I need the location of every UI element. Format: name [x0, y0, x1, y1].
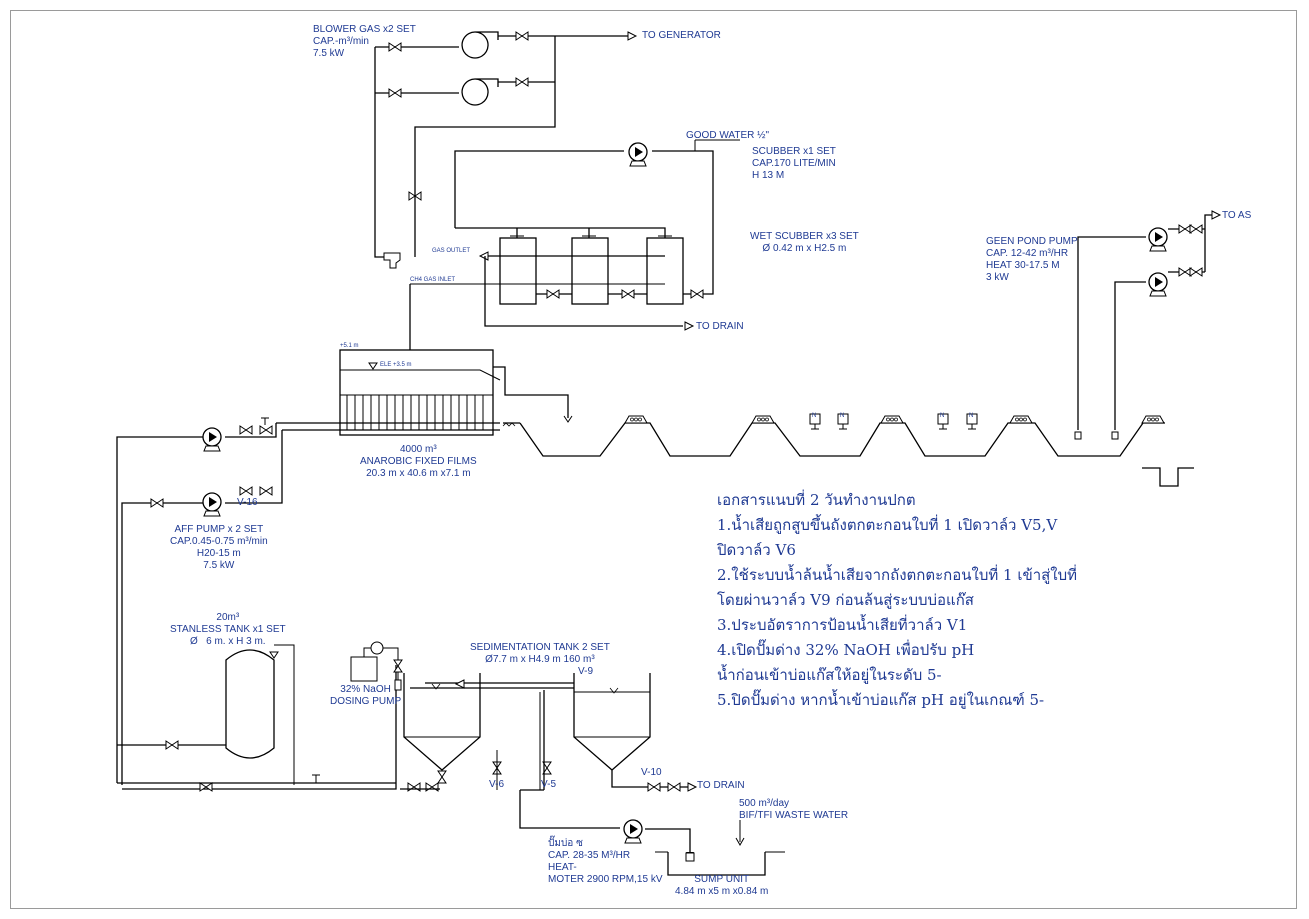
blower-label: BLOWER GAS x2 SET CAP.-m³/min 7.5 kW	[313, 24, 416, 59]
good-water-label: GOOD WATER ½"	[686, 130, 769, 141]
to-drain-bottom-label: TO DRAIN	[697, 780, 745, 791]
ch4-inlet-label: CH4 GAS INLET	[410, 277, 456, 283]
stainless-tank	[225, 649, 275, 759]
note-line: 3.ประบอัตราการป้อนน้ำเสียที่วาล์ว V1	[717, 616, 968, 634]
v9-label: V-9	[578, 666, 594, 677]
wet-scrubber-label: WET SCUBBER x3 SET Ø 0.42 m x H2.5 m	[750, 231, 859, 254]
stainless-tank-label: 20m³ STANLESS TANK x1 SET Ø 6 m. x H 3 m…	[170, 612, 286, 647]
aerator-label: N	[969, 413, 974, 419]
scrubber-pump	[628, 142, 648, 167]
gas-outlet-fitting	[383, 252, 401, 269]
sump-unit	[667, 852, 766, 876]
note-line: น้ำก่อนเข้าบ่อแก๊สให้อยู่ในระดับ 5-	[717, 666, 942, 684]
drawing-frame	[10, 10, 1297, 909]
to-generator-arrow	[627, 31, 637, 41]
aerator-label: N	[840, 413, 845, 419]
sump-pump-label: ปั๊มบ่อ ซ CAP. 28-35 M³/HR HEAT- MOTER 2…	[548, 838, 663, 885]
naoh-dosing-label: 32% NaOH DOSING PUMP	[330, 684, 402, 707]
to-generator-label: TO GENERATOR	[642, 30, 721, 41]
note-line: 5.ปิดปั๊มด่าง หากน้ำเข้าบ่อแก๊ส pH อยู่ใ…	[717, 691, 1045, 709]
v6-label: V-6	[489, 779, 505, 790]
elevation-top-label: +5.1 m	[340, 343, 359, 349]
wet-scrubber-2	[571, 237, 609, 305]
sedimentation-tank-1	[403, 673, 481, 771]
wet-scrubber-3	[646, 237, 684, 305]
v5-label: V-5	[541, 779, 557, 790]
anaerobic-tank-label: 4000 m³ ANAROBIC FIXED FILMS 20.3 m x 40…	[360, 444, 477, 479]
note-line: เอกสารแนบที่ 2 วันทำงานปกต	[717, 491, 916, 509]
aerator-label: N	[812, 413, 817, 419]
gas-header-pipe	[374, 47, 390, 258]
wet-scrubber-1	[499, 237, 537, 305]
waste-water-label: 500 m³/day BIF/TFI WASTE WATER	[739, 798, 849, 821]
note-line: โดยผ่านวาล์ว V9 ก่อนล้นสู่ระบบบ่อแก๊ส	[717, 591, 974, 609]
operating-notes: เอกสารแนบที่ 2 วันทำงานปกต 1.น้ำเสียถูกส…	[717, 488, 1077, 713]
elevation-ele-label: ELE +3.5 m	[380, 362, 412, 368]
sedimentation-tank-label: SEDIMENTATION TANK 2 SET Ø7.7 m x H4.9 m…	[470, 642, 610, 665]
to-as-label: TO AS	[1222, 210, 1252, 221]
gas-outlet-label: GAS OUTLET	[432, 248, 471, 254]
v10-label: V-10	[641, 767, 662, 778]
v16-label: V-16	[237, 497, 258, 508]
note-line: 1.น้ำเสียถูกสูบขึ้นถังตกตะกอนใบที่ 1 เปิ…	[717, 516, 1058, 534]
scrubber-pump-label: SCUBBER x1 SET CAP.170 LITE/MIN H 13 M	[752, 146, 836, 181]
aff-pump-label: AFF PUMP x 2 SET CAP.0.45-0.75 m³/min H2…	[170, 524, 268, 571]
anaerobic-fixed-film-tank	[339, 349, 573, 436]
aerator-label: N	[940, 413, 945, 419]
sump-unit-label: SUMP UNIT 4.84 m x5 m x0.84 m	[675, 874, 769, 897]
note-line: ปิดวาล์ว V6	[717, 541, 796, 559]
to-drain-top-label: TO DRAIN	[696, 321, 744, 332]
green-pond-pump-label: GEEN POND PUMP CAP. 12-42 m³/HR HEAT 30-…	[986, 236, 1078, 283]
blower-2	[461, 78, 499, 106]
sedimentation-tank-2	[480, 673, 651, 790]
naoh-dosing-pump	[350, 641, 403, 691]
aff-pump-2	[202, 492, 222, 517]
note-line: 2.ใช้ระบบน้ำล้นน้ำเสียจากถังตกตะกอนใบที่…	[717, 566, 1078, 584]
aff-pump-1	[202, 427, 222, 452]
note-line: 4.เปิดปั๊มด่าง 32% NaOH เพื่อปรับ pH	[717, 641, 975, 659]
green-pond-pump-1	[1148, 227, 1168, 252]
green-pond-pump-2	[1148, 272, 1168, 297]
blower-1	[461, 31, 499, 59]
